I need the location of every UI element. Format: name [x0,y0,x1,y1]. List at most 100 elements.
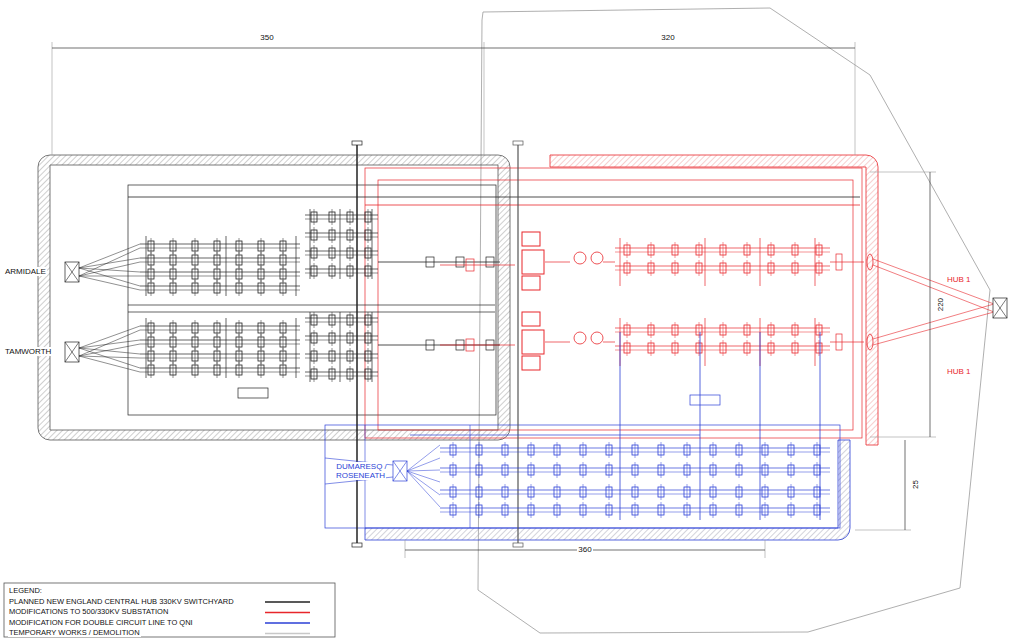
switchgear-symbol [368,227,369,243]
switchgear-symbol [791,462,792,478]
switchgear-symbol [283,238,284,254]
switchgear-symbol [486,257,494,267]
busbar [128,312,495,313]
switchgear-symbol [531,442,532,458]
conductor-line [830,262,864,263]
legend-text-holder: MODIFICATIONS TO 500/330KV SUBSTATION [8,608,169,617]
bay-conductor [305,376,378,377]
switchgear-symbol [261,320,262,336]
conductor-line [440,345,515,346]
switchgear-symbol [283,280,284,296]
bay-conductor [305,233,378,234]
switchgear-symbol [739,442,740,458]
switchgear-symbol [239,266,240,282]
bay-conductor [700,332,701,520]
line-conductor [79,262,140,276]
line-conductor [79,276,140,277]
bay-conductor [620,332,621,520]
switchgear-symbol [583,442,584,458]
switchgear-symbol [635,462,636,478]
bay-conductor [310,209,311,279]
switchgear-symbol [635,484,636,500]
line-conductor [873,312,994,345]
switchgear-symbol [687,484,688,500]
conductor-line [410,435,700,436]
line-conductor [79,344,140,356]
line-conductor [79,340,140,348]
line-name: DUMARESQ / ROSENEATH [335,462,387,480]
switchgear-symbol [651,242,652,258]
bay-conductor [705,238,706,286]
switchgear-symbol [151,334,152,350]
switchgear-symbol [195,362,196,378]
switchgear-symbol [283,334,284,350]
line-name: HUB 1 [946,367,972,376]
legend-text: MODIFICATIONS TO 500/330KV SUBSTATION [8,607,169,616]
reactor-symbol [591,332,603,344]
bay-conductor [296,236,297,296]
switchgear-symbol [151,348,152,364]
switchgear-symbol [332,209,333,225]
switchgear-symbol [819,242,820,258]
switchgear-symbol [332,245,333,261]
switchgear-symbol [791,484,792,500]
legend-heading-holder: LEGEND: [8,587,43,596]
switchgear-symbol [173,320,174,336]
bay-conductor [305,372,378,373]
switchgear-symbol [217,238,218,254]
switchgear-symbol [531,462,532,478]
legend-text-holder: MODIFICATION FOR DOUBLE CIRCUIT LINE TO … [8,619,194,628]
bay-conductor [305,251,378,252]
bay-conductor [705,318,706,366]
transformer-symbol [522,356,540,370]
bay-conductor [305,358,378,359]
legend-text: TEMPORARY WORKS / DEMOLITION [8,628,141,637]
switchgear-symbol [795,322,796,338]
switchgear-symbol [151,320,152,336]
bay-conductor [372,312,373,382]
switchgear-symbol [583,462,584,478]
dimension-label-holder: 360 [577,545,592,554]
line-entry-symbol [867,334,873,350]
gantry-symbol [836,334,842,350]
switchgear-symbol [314,312,315,328]
line-conductor [79,248,140,276]
bus-end [352,543,362,547]
switchgear-symbol [239,320,240,336]
switchgear-symbol [627,242,628,258]
switchgear-symbol [239,348,240,364]
switchgear-symbol [505,462,506,478]
switchgear-symbol [479,462,480,478]
busbar [128,197,860,198]
busbar [517,143,518,545]
line-entry-symbol [867,254,873,270]
switchgear-symbol [771,340,772,356]
switchgear-symbol [332,348,333,364]
dimension-label: 25 [910,480,919,491]
switchgear-symbol [817,442,818,458]
dimension-line [905,440,906,530]
bay-conductor [305,237,378,238]
switchgear-symbol [368,312,369,328]
switchgear-symbol [609,442,610,458]
switchgear-symbol [453,484,454,500]
switchgear-symbol [173,266,174,282]
switchgear-symbol [239,280,240,296]
switchgear-symbol [261,238,262,254]
bay-conductor [760,332,761,520]
transformer-symbol [522,250,544,274]
switchgear-symbol [557,462,558,478]
line-conductor [79,330,140,356]
legend-text: PLANNED NEW ENGLAND CENTRAL HUB 330KV SW… [8,597,235,606]
switchgear-symbol [795,340,796,356]
bus-end [513,141,523,145]
line-conductor [79,348,140,368]
switchgear-symbol [173,252,174,268]
switchgear-symbol [791,442,792,458]
conductor-line [603,342,615,343]
conductor-line [440,265,515,266]
gantry-symbol [65,262,79,282]
dimension-label: 360 [577,545,592,554]
gantry-symbol [993,298,1007,318]
bus-end [513,543,523,547]
